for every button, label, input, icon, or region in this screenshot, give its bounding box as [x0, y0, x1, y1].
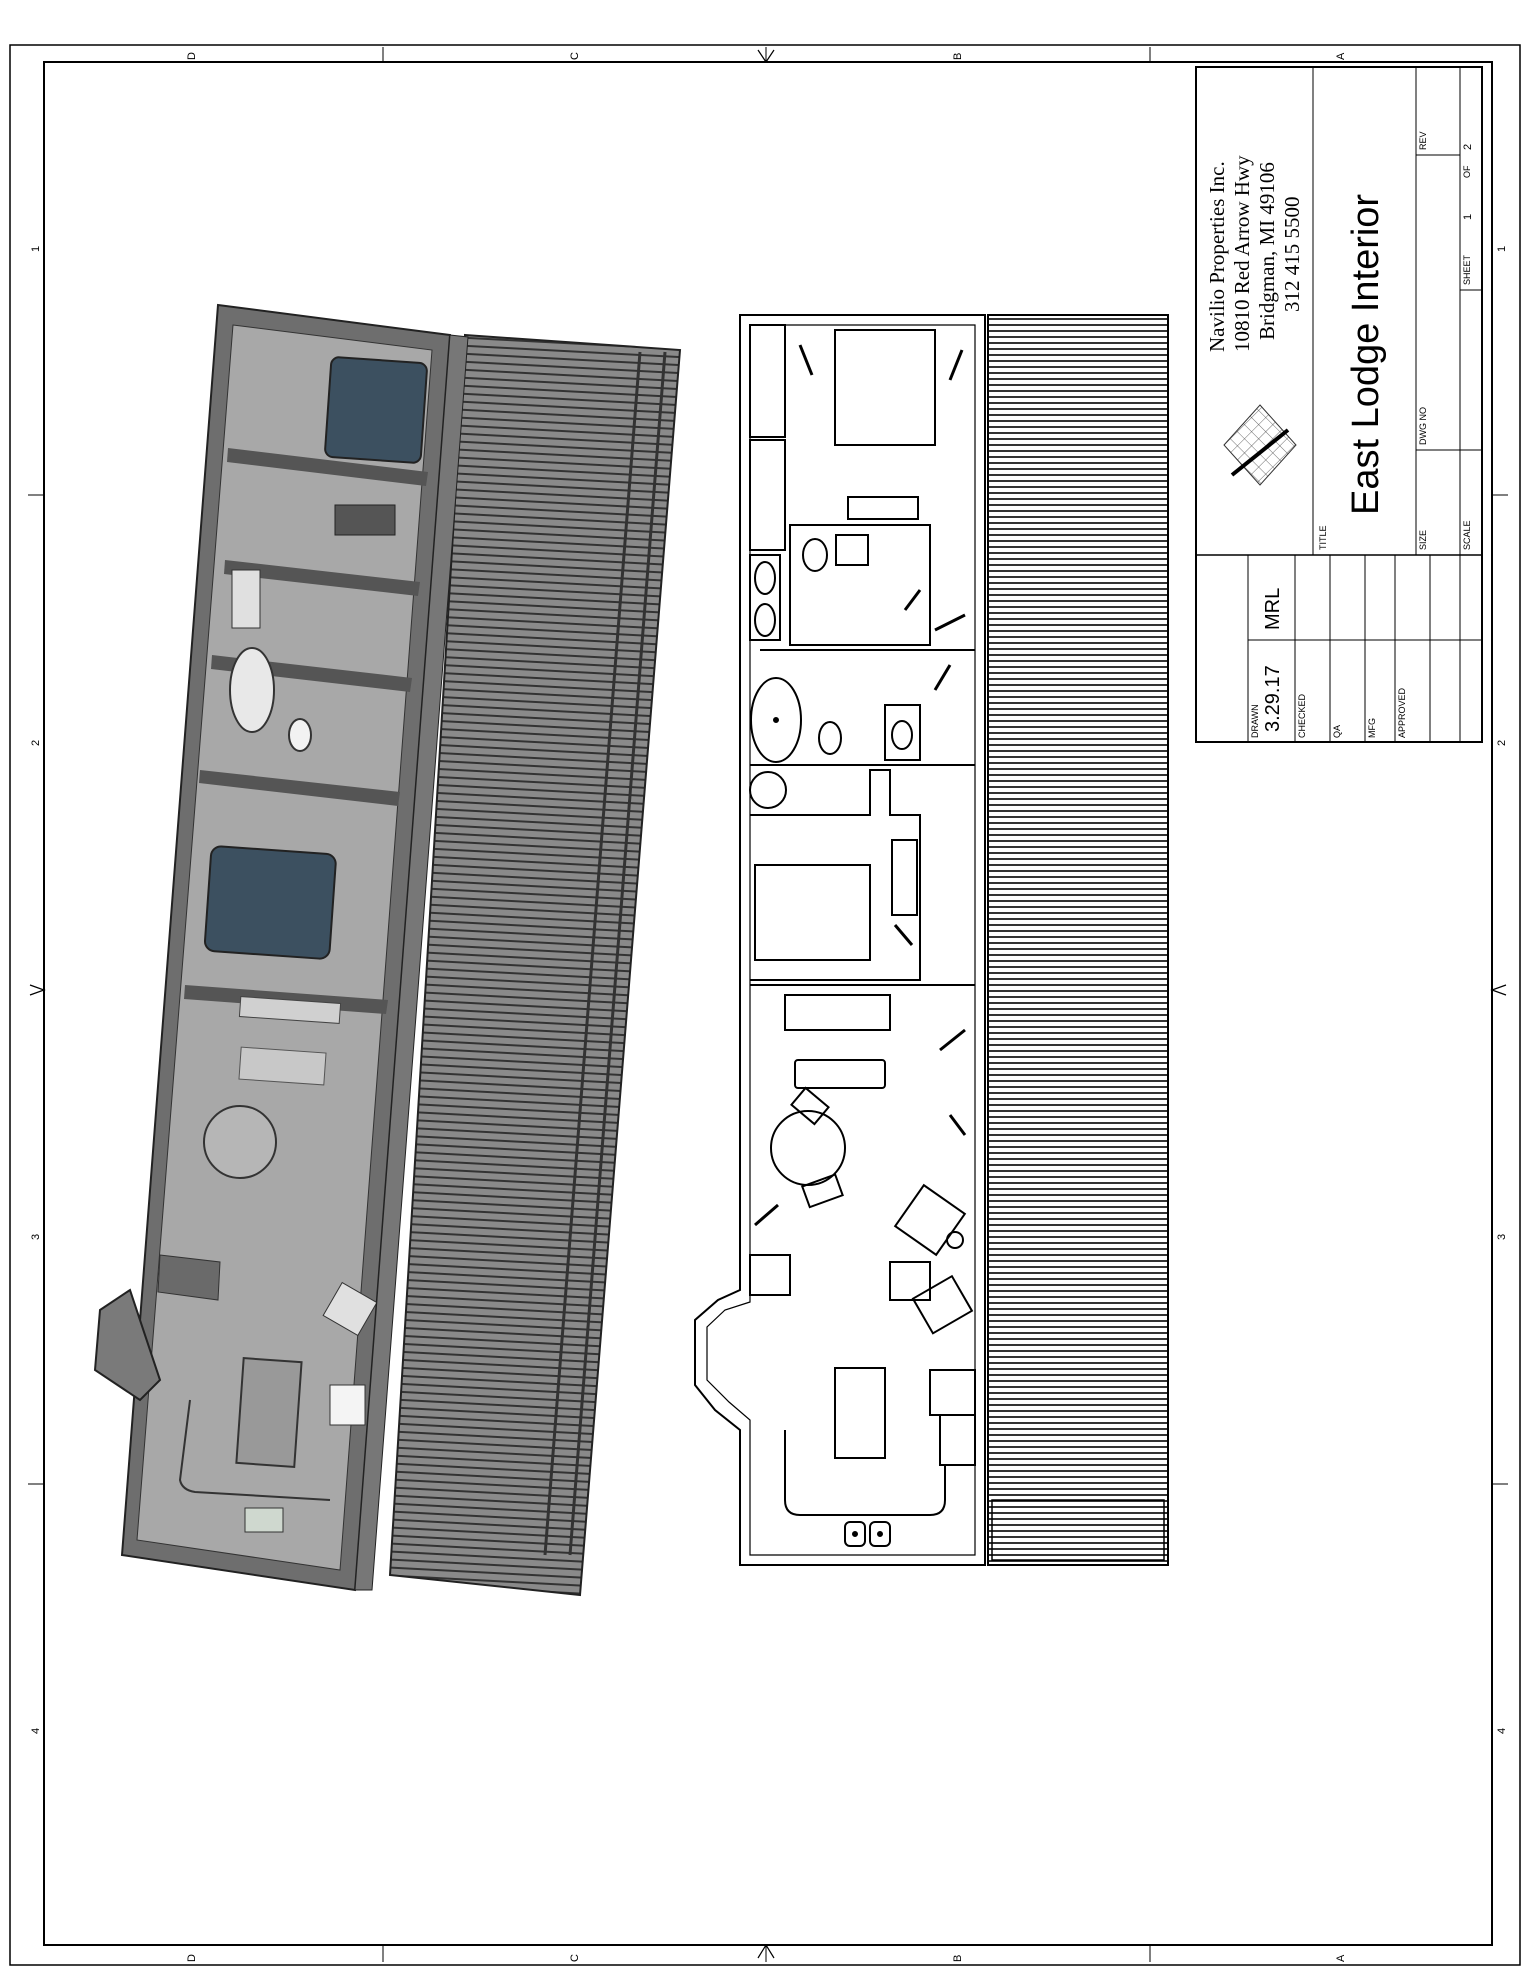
scale-label: SCALE	[1462, 520, 1472, 550]
checked-label: CHECKED	[1297, 693, 1307, 738]
company-phone: 312 415 5500	[1280, 196, 1304, 313]
model-3d-view	[93, 303, 682, 1597]
border-letter-top-b: B	[952, 52, 964, 60]
of-label: OF	[1462, 165, 1472, 179]
drawn-label: DRAWN	[1250, 704, 1260, 738]
drawn-by: MRL	[1262, 587, 1284, 630]
size-label: SIZE	[1418, 529, 1428, 550]
sheet-label: SHEET	[1462, 254, 1472, 285]
border-number-left-1: 1	[30, 245, 42, 252]
deck-plan	[987, 314, 1169, 1566]
border-letter-top-d: D	[186, 52, 198, 60]
dwg-no-label: DWG NO	[1418, 407, 1428, 445]
border-letter-top-c: C	[569, 52, 581, 60]
company-name: Navilio Properties Inc.	[1205, 161, 1229, 352]
border-letter-bottom-b: B	[952, 1954, 964, 1962]
mfg-label: MFG	[1367, 718, 1377, 738]
border-letter-top-a: A	[1335, 52, 1347, 60]
approved-label: APPROVED	[1397, 687, 1407, 738]
drawn-date: 3.29.17	[1262, 665, 1284, 732]
border-number-left-3: 3	[30, 1233, 42, 1240]
title-label: TITLE	[1318, 525, 1328, 550]
border-letter-bottom-c: C	[569, 1954, 581, 1962]
sheet-border	[9, 44, 1521, 1966]
rev-label: REV	[1418, 131, 1428, 150]
border-number-left-4: 4	[30, 1727, 42, 1734]
company-logo	[1223, 404, 1297, 486]
sheet-total: 2	[1462, 143, 1474, 150]
border-number-right-3: 3	[1496, 1233, 1508, 1240]
border-number-right-4: 4	[1496, 1727, 1508, 1734]
drawing-title: East Lodge Interior	[1345, 193, 1387, 515]
company-address: 10810 Red Arrow Hwy	[1230, 155, 1254, 352]
border-letter-bottom-a: A	[1335, 1954, 1347, 1962]
border-letter-bottom-d: D	[186, 1954, 198, 1962]
border-number-left-2: 2	[30, 739, 42, 746]
floor-plan	[694, 314, 986, 1566]
company-city: Bridgman, MI 49106	[1255, 162, 1279, 340]
border-number-right-2: 2	[1496, 739, 1508, 746]
border-number-right-1: 1	[1496, 245, 1508, 252]
qa-label: QA	[1332, 724, 1342, 738]
title-block	[1195, 66, 1483, 743]
sheet-number: 1	[1462, 213, 1474, 220]
